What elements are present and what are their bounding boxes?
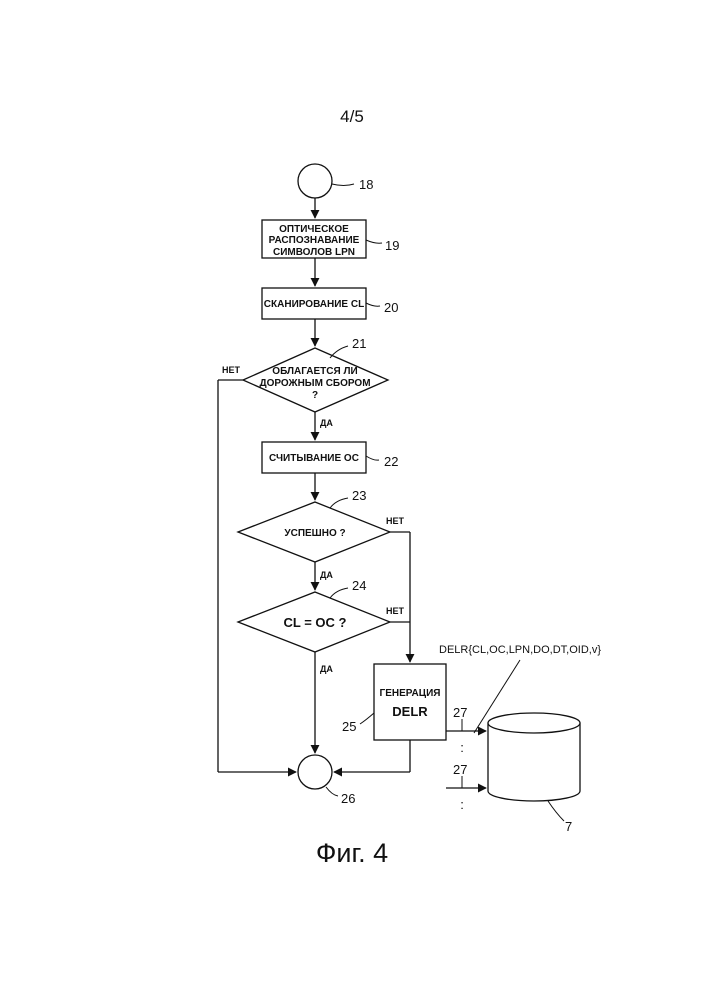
ocr-label-line1: ОПТИЧЕСКОЕ xyxy=(279,224,349,235)
continuation-1: : xyxy=(460,740,464,755)
ocr-ref: 19 xyxy=(385,238,399,253)
database-cylinder xyxy=(488,723,580,801)
compare-ref-leader xyxy=(330,588,348,598)
end-ref: 26 xyxy=(341,791,355,806)
generate-label-line2: DELR xyxy=(392,704,428,719)
generate-ref: 25 xyxy=(342,719,356,734)
database-top xyxy=(488,713,580,733)
record-label: DELR{CL,OC,LPN,DO,DT,OID,v} xyxy=(439,644,601,656)
input-ref-1: 27 xyxy=(453,705,467,720)
generate-label-line1: ГЕНЕРАЦИЯ xyxy=(380,688,441,699)
generate-ref-leader xyxy=(360,713,374,724)
ocr-label-line3: СИМВОЛОВ LPN xyxy=(273,247,355,258)
input-ref-2: 27 xyxy=(453,762,467,777)
scan-ref-leader xyxy=(366,303,380,306)
toll-label-line2: ДОРОЖНЫМ СБОРОМ xyxy=(259,378,370,389)
start-ref-leader xyxy=(332,184,354,186)
toll-ref: 21 xyxy=(352,336,366,351)
toll-label-line1: ОБЛАГАЕТСЯ ЛИ xyxy=(272,366,357,377)
start-node xyxy=(298,164,332,198)
label-no-toll: НЕТ xyxy=(222,365,241,375)
toll-label-line3: ? xyxy=(312,390,318,401)
label-no-success: НЕТ xyxy=(386,516,405,526)
generate-box xyxy=(374,664,446,740)
label-yes-toll: ДА xyxy=(320,418,333,428)
scan-label: СКАНИРОВАНИЕ CL xyxy=(264,299,364,310)
scan-ref: 20 xyxy=(384,300,398,315)
success-ref: 23 xyxy=(352,488,366,503)
success-ref-leader xyxy=(330,498,348,508)
read-ref-leader xyxy=(366,456,379,460)
compare-label: CL = OC ? xyxy=(284,615,347,630)
end-ref-leader xyxy=(326,787,338,796)
success-label: УСПЕШНО ? xyxy=(284,528,345,539)
end-node xyxy=(298,755,332,789)
label-no-compare: НЕТ xyxy=(386,606,405,616)
label-yes-compare: ДА xyxy=(320,664,333,674)
ocr-label-line2: РАСПОЗНАВАНИЕ xyxy=(269,235,360,246)
database-ref-leader xyxy=(548,801,564,821)
ocr-ref-leader xyxy=(366,240,382,243)
continuation-2: : xyxy=(460,797,464,812)
page-number: 4/5 xyxy=(340,107,364,126)
start-ref: 18 xyxy=(359,177,373,192)
figure-caption: Фиг. 4 xyxy=(316,838,388,868)
database-ref: 7 xyxy=(565,819,572,834)
read-ref: 22 xyxy=(384,454,398,469)
compare-ref: 24 xyxy=(352,578,366,593)
label-yes-success: ДА xyxy=(320,570,333,580)
read-label: СЧИТЫВАНИЕ OC xyxy=(269,453,359,464)
